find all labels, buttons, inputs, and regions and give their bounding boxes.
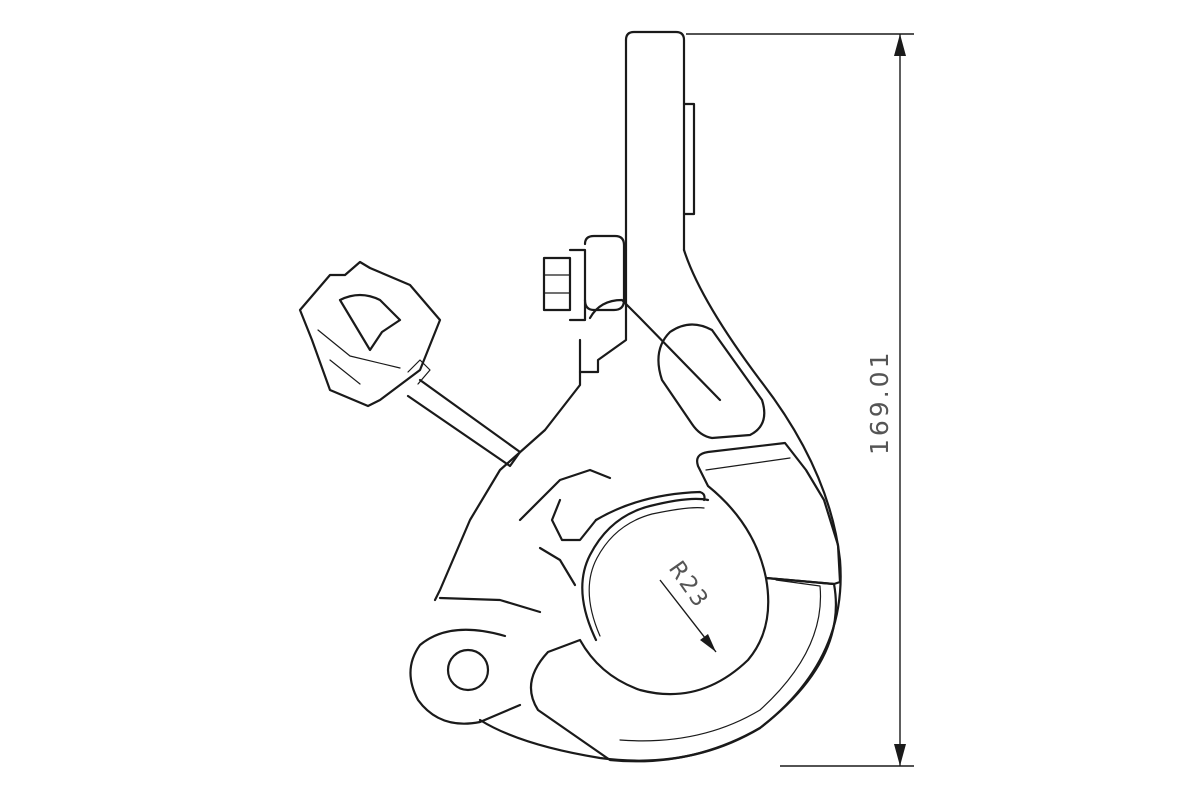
radius-dimension: R23 — [659, 557, 717, 653]
jaw-insert — [529, 441, 842, 763]
shank — [624, 30, 696, 252]
hook-body — [433, 248, 842, 762]
bolt-nut — [542, 234, 626, 322]
throat-circle — [581, 497, 710, 642]
height-dimension: 169.01 — [686, 33, 914, 767]
safety-catch — [298, 260, 522, 468]
dimension-label: 169.01 — [865, 350, 894, 455]
radius-label: R23 — [663, 557, 714, 614]
lower-eye — [409, 596, 542, 725]
latch — [518, 468, 706, 587]
slot-window — [657, 323, 766, 440]
